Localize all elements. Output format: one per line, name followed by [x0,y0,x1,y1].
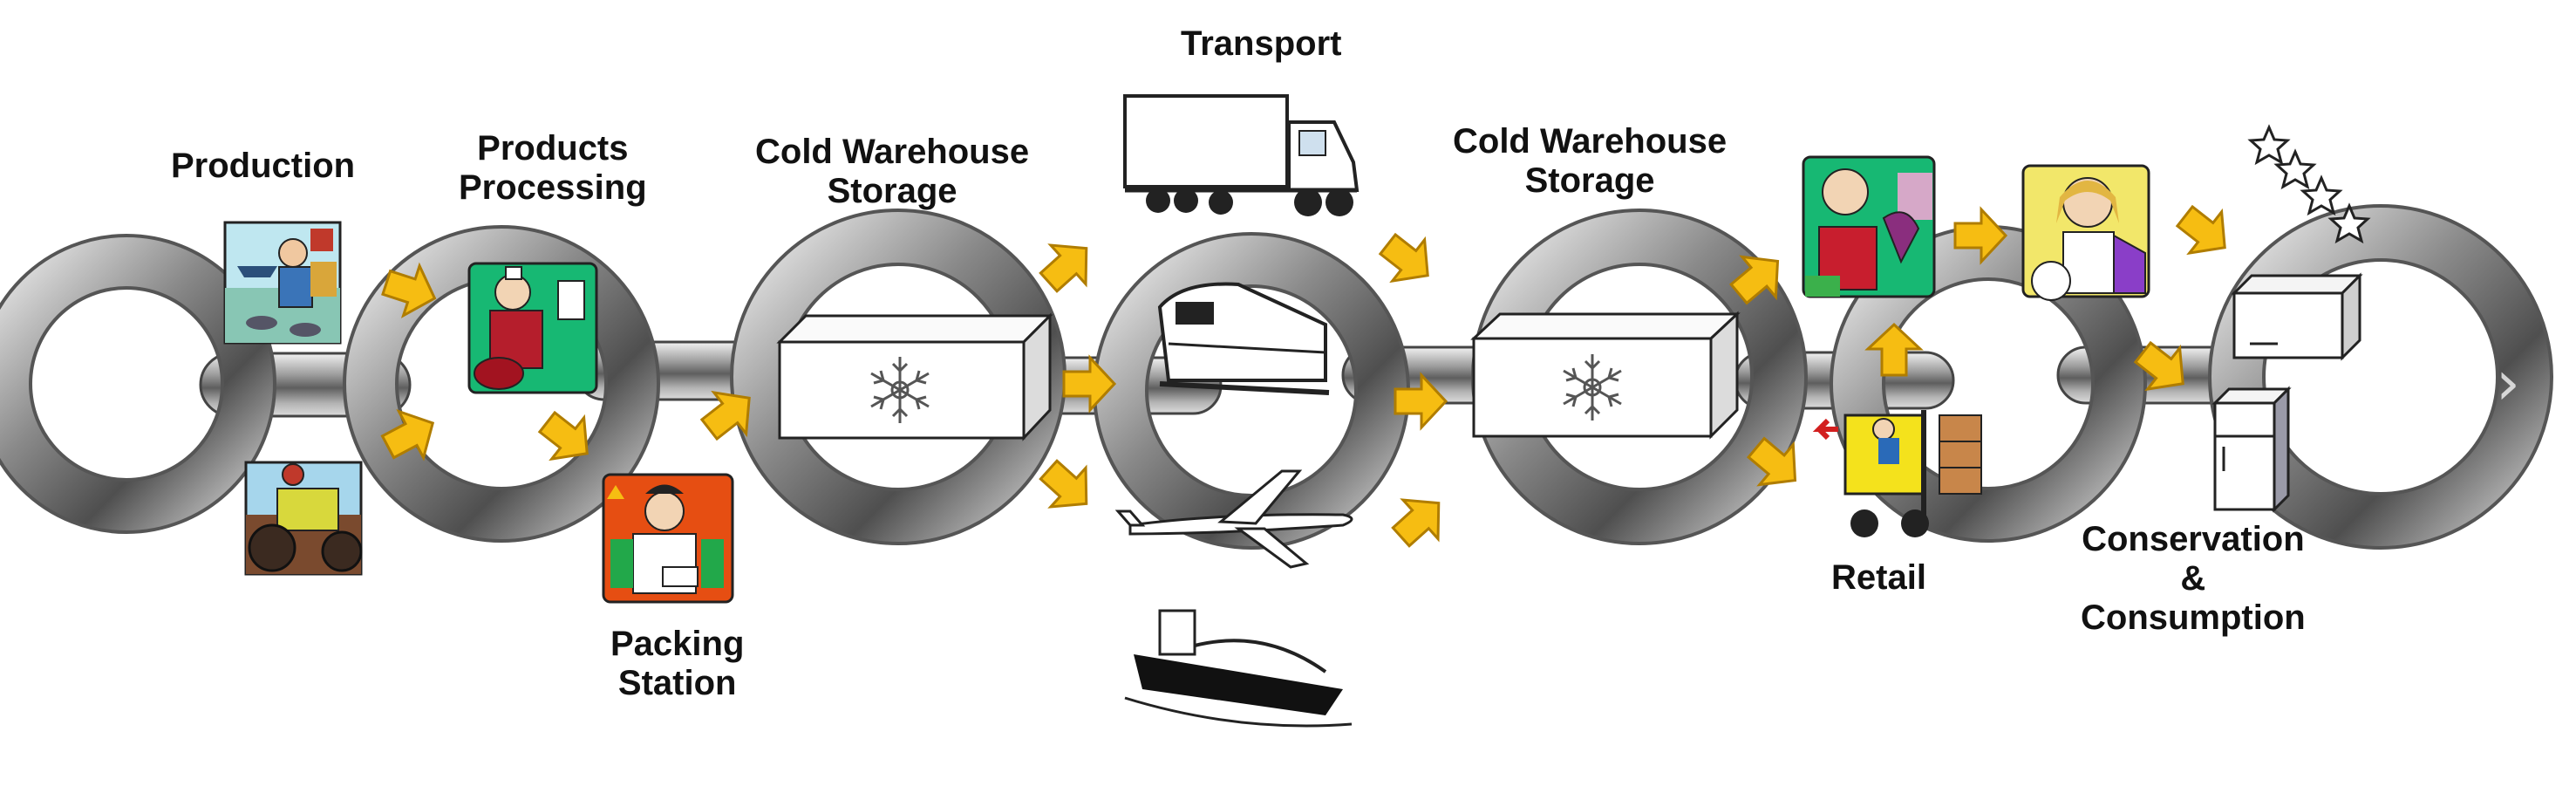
stars-icon [2247,124,2371,244]
label-cold-storage-1: Cold Warehouse Storage [755,133,1030,210]
shop-clerk-icon [1802,155,1936,298]
forklift-icon [1812,410,1982,537]
airplane-icon [1114,469,1353,569]
train-icon [1157,282,1330,395]
ship-icon [1124,609,1353,728]
truck-icon [1123,94,1360,216]
label-transport: Transport [1181,24,1342,63]
flow-arrow [1382,482,1458,558]
label-products-processing: Products Processing [459,129,647,207]
label-conservation-consumption: Conservation & Consumption [2081,520,2306,637]
freezer-icon [2231,272,2363,361]
flow-arrow [1370,222,1446,297]
fishing-farmer-icon [223,221,342,345]
flow-arrow [2167,194,2243,270]
refrigerator-icon [2211,386,2292,513]
butcher-icon [467,262,598,394]
previous-arrow[interactable]: ‹ [45,347,70,419]
label-packing-station: Packing Station [610,625,745,702]
shopper-icon [2021,164,2150,301]
next-arrow[interactable]: › [2496,347,2520,419]
label-cold-storage-2: Cold Warehouse Storage [1453,122,1728,200]
snowflake-box-icon [1470,311,1741,440]
packer-icon [602,473,734,604]
snowflake-box-icon [776,312,1053,441]
label-retail: Retail [1831,558,1926,597]
tractor-icon [244,461,363,576]
label-production: Production [171,147,356,185]
